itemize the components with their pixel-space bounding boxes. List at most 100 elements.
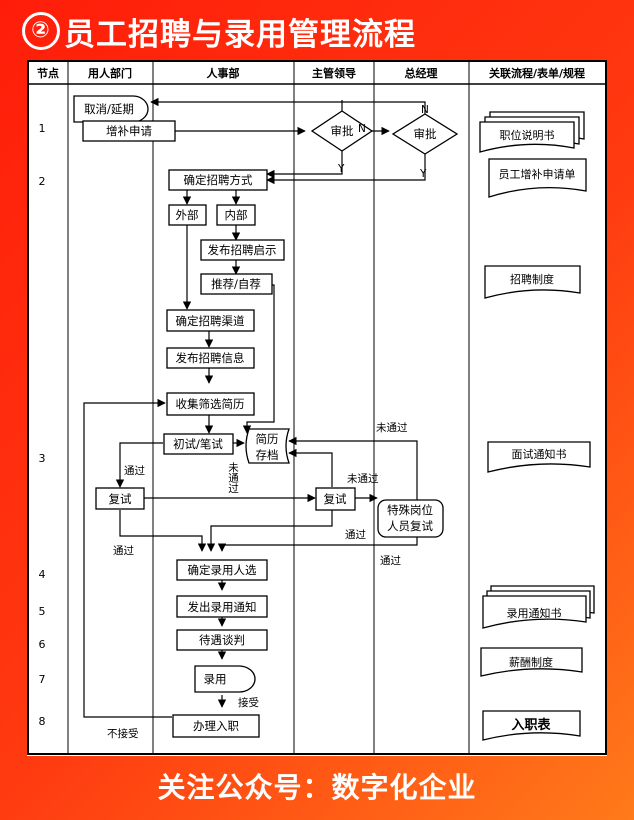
connector-initial-to-dept-reinterview	[115, 442, 163, 488]
dept-reinterview-box	[95, 487, 145, 510]
add-request-box	[82, 120, 176, 142]
grid-frame	[27, 60, 607, 755]
connector-gm-n-to-cancel	[150, 97, 426, 114]
connector-recommend-to-initial	[242, 284, 275, 434]
node-onboard: 办理入职	[193, 719, 239, 733]
connector-gm-y	[266, 151, 426, 185]
connector-dept-pass	[119, 510, 207, 552]
doc-offer-letter-shape	[482, 595, 587, 629]
title-text: 员工招聘与录用管理流程	[64, 16, 416, 53]
row-number-7: 7	[39, 673, 46, 686]
node-determine-method: 确定招聘方式	[184, 173, 253, 187]
publish-notice-box	[200, 239, 285, 261]
gm-approve-diamond	[391, 113, 459, 155]
determine-method-box	[168, 169, 268, 191]
column-header-gm: 总经理	[405, 66, 438, 80]
flowchart-sheet: 节点 用人部门 人事部 主管领导 总经理 关联流程/表单/规程 1 2 3 4 …	[27, 60, 607, 756]
row-number-2: 2	[39, 175, 46, 188]
doc-job-desc: 职位说明书	[500, 128, 555, 142]
row-number-5: 5	[39, 605, 46, 618]
column-header-hr: 人事部	[207, 66, 240, 80]
column-header-manager: 主管领导	[312, 66, 356, 80]
manager-reinterview-box	[315, 487, 356, 511]
special-reinterview-box	[377, 499, 444, 538]
collect-resumes-box	[166, 392, 255, 416]
label-fail-manager: 未通过	[347, 472, 379, 485]
node-hire: 录用	[204, 672, 227, 686]
connector-manager-fail	[288, 448, 333, 487]
onboard-box	[172, 714, 260, 738]
initial-test-box	[163, 433, 234, 455]
doc-add-form: 员工增补申请单	[499, 167, 576, 181]
determine-hire-box	[176, 559, 268, 581]
footer-banner: 关注公众号：数字化企业	[157, 771, 477, 804]
node-external: 外部	[176, 208, 199, 222]
label-n-gm: N	[421, 104, 429, 116]
recommend-box	[200, 273, 273, 295]
node-approve-gm: 审批	[414, 127, 437, 141]
label-y-gm: Y	[419, 168, 427, 180]
node-special-1: 特殊岗位	[387, 503, 433, 517]
node-determine-channel: 确定招聘渠道	[176, 314, 245, 328]
doc-job-desc-shape	[479, 121, 575, 153]
label-not-accept: 不接受	[107, 727, 139, 740]
resume-archive-storage	[245, 428, 290, 464]
node-negotiate: 待遇谈判	[199, 633, 245, 647]
row-number-8: 8	[39, 715, 46, 728]
connector-manager-y	[266, 151, 343, 179]
manager-approve-diamond	[310, 110, 374, 152]
node-collect-resumes: 收集筛选简历	[176, 397, 245, 411]
label-n-manager: N	[358, 123, 366, 135]
issue-offer-box	[176, 595, 268, 618]
node-initial-test: 初试/笔试	[173, 437, 223, 451]
label-pass-dept: 通过	[124, 464, 145, 477]
label-pass-dept-2: 通过	[113, 544, 134, 557]
swimlane-grid	[27, 60, 607, 755]
doc-onboard-form: 入职表	[511, 717, 551, 733]
row-number-4: 4	[39, 568, 46, 581]
node-determine-hire: 确定录用人选	[188, 563, 257, 577]
doc-recruit-policy-shape	[484, 265, 581, 299]
negotiate-box	[176, 629, 268, 651]
connector-manager-pass	[206, 510, 333, 552]
doc-interview-notice: 面试通知书	[512, 447, 567, 461]
column-header-docs: 关联流程/表单/规程	[489, 66, 585, 80]
node-special-2: 人员复试	[387, 519, 433, 533]
page-title: ② 员工招聘与录用管理流程	[22, 8, 416, 54]
connector-special-fail	[288, 436, 418, 500]
node-issue-offer: 发出录用通知	[188, 600, 257, 614]
connector-not-accept-loop	[83, 398, 172, 718]
doc-offer-letter: 录用通知书	[507, 606, 562, 620]
internal-box	[216, 204, 256, 226]
doc-salary-policy: 薪酬制度	[509, 655, 553, 669]
node-recommend: 推荐/自荐	[211, 277, 261, 291]
label-accept: 接受	[238, 696, 259, 709]
column-header-node: 节点	[37, 66, 59, 80]
flowchart-diagram: 节点 用人部门 人事部 主管领导 总经理 关联流程/表单/规程 1 2 3 4 …	[27, 60, 607, 755]
node-approve-manager: 审批	[331, 124, 354, 138]
label-y-manager: Y	[337, 163, 345, 175]
row-number-6: 6	[39, 638, 46, 651]
hire-terminal	[194, 665, 256, 693]
node-resume-archive-1: 简历	[256, 432, 279, 446]
external-box	[168, 204, 207, 226]
node-publish-info: 发布招聘信息	[176, 351, 245, 365]
step-number-badge: ②	[22, 12, 60, 50]
node-internal: 内部	[225, 208, 248, 222]
label-fail-special: 未通过	[376, 421, 408, 434]
doc-recruit-policy: 招聘制度	[510, 272, 554, 286]
label-fail-vertical: 未通过	[227, 462, 239, 494]
publish-info-box	[166, 347, 255, 369]
node-add-request: 增补申请	[106, 124, 152, 138]
node-publish-notice: 发布招聘启示	[208, 243, 277, 257]
determine-channel-box	[166, 309, 255, 332]
node-cancel-delay: 取消/延期	[84, 102, 134, 116]
doc-onboard-form-shape	[482, 710, 581, 741]
row-number-3: 3	[39, 452, 46, 465]
column-header-dept: 用人部门	[88, 66, 132, 80]
doc-add-form-shape	[488, 158, 587, 198]
label-pass-special: 通过	[380, 554, 401, 567]
row-number-1: 1	[39, 122, 46, 135]
doc-interview-notice-shape	[487, 441, 591, 473]
